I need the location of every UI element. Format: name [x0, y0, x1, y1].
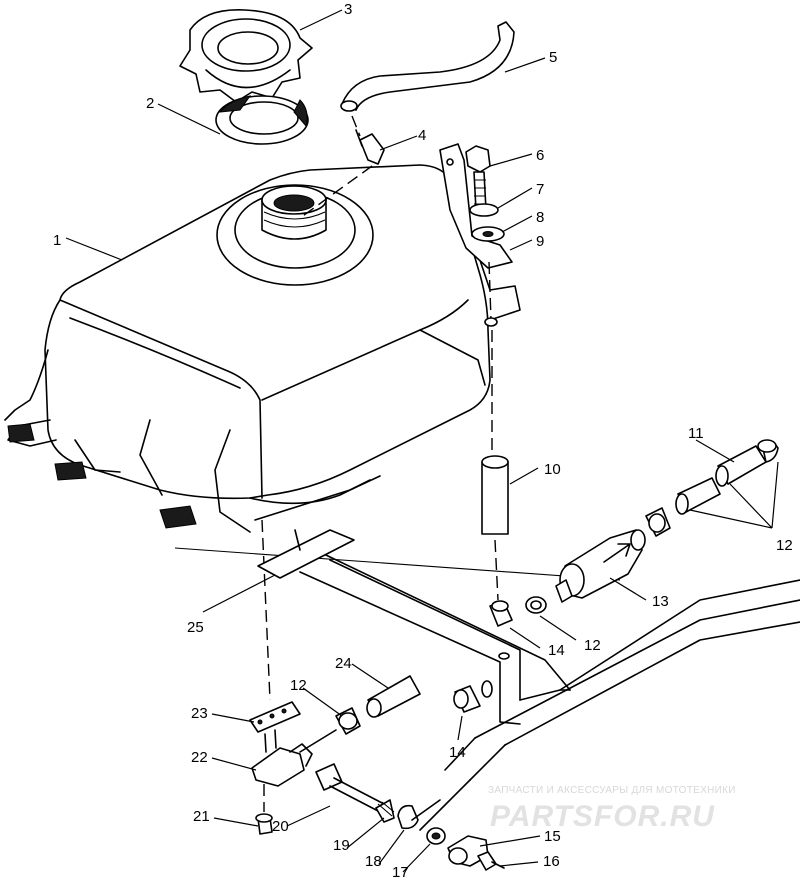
tank-pad — [257, 529, 355, 579]
callout-14-left: 14 — [449, 744, 466, 761]
fuel-valve — [249, 519, 441, 835]
leader-lines — [65, 9, 779, 873]
frame — [174, 544, 800, 831]
fuel-line-right — [489, 439, 779, 627]
callout-17: 17 — [392, 864, 409, 879]
mount-bolt — [465, 145, 505, 327]
callout-labels: 1 2 3 4 5 6 7 8 9 10 11 12 12 12 13 14 1… — [53, 1, 793, 879]
callout-16: 16 — [543, 853, 560, 870]
callout-19: 19 — [333, 837, 350, 854]
callout-24: 24 — [335, 655, 352, 672]
callout-7: 7 — [536, 181, 544, 198]
vent-hose — [340, 21, 515, 112]
callout-12-center: 12 — [584, 637, 601, 654]
callout-2: 2 — [146, 95, 154, 112]
callout-10: 10 — [544, 461, 561, 478]
callout-18: 18 — [365, 853, 382, 870]
callout-13: 13 — [652, 593, 669, 610]
callout-1: 1 — [53, 232, 61, 249]
fuel-line-left — [299, 675, 481, 753]
callout-5: 5 — [549, 49, 557, 66]
callout-23: 23 — [191, 705, 208, 722]
callout-22: 22 — [191, 749, 208, 766]
callout-4: 4 — [418, 127, 426, 144]
callout-8: 8 — [536, 209, 544, 226]
callout-21: 21 — [193, 808, 210, 825]
callout-25: 25 — [187, 619, 204, 636]
callout-3: 3 — [344, 1, 352, 18]
spacer-tube — [481, 330, 509, 601]
callout-14-right: 14 — [548, 642, 565, 659]
fuel-tank — [4, 164, 521, 533]
callout-11: 11 — [688, 425, 704, 442]
watermark-tagline: ЗАПЧАСТИ И АКСЕССУАРЫ ДЛЯ МОТОТЕХНИКИ — [488, 785, 736, 796]
callout-20: 20 — [272, 818, 289, 835]
callout-15: 15 — [544, 828, 561, 845]
watermark-logo: PARTSFOR.RU — [490, 800, 715, 833]
mount-bracket — [439, 143, 513, 269]
watermark: ЗАПЧАСТИ И АКСЕССУАРЫ ДЛЯ МОТОТЕХНИКИ PA… — [488, 785, 736, 833]
callout-6: 6 — [536, 147, 544, 164]
callout-12-right: 12 — [776, 537, 793, 554]
callout-9: 9 — [536, 233, 544, 250]
callout-12-left: 12 — [290, 677, 307, 694]
fuel-cap — [179, 9, 313, 103]
vent-fitting — [299, 115, 385, 219]
cap-gasket — [215, 95, 309, 145]
fasteners-right — [426, 827, 505, 871]
